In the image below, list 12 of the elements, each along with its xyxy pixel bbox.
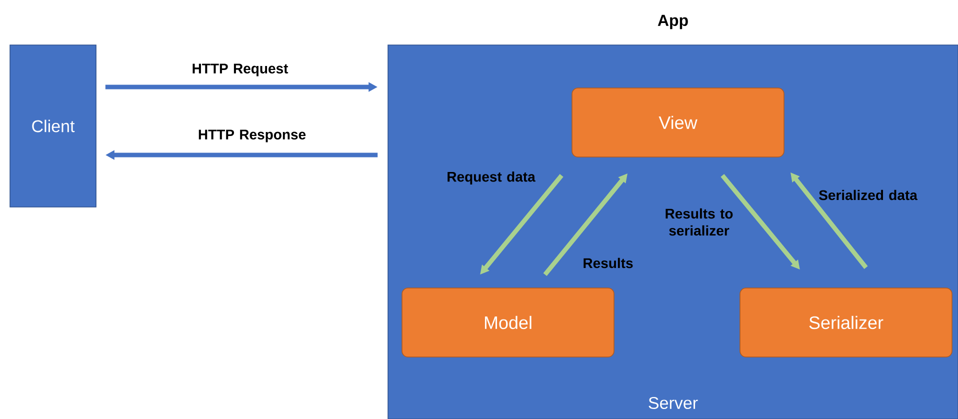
edge-label: Results [584, 258, 633, 268]
serializer-box: Serializer [740, 288, 952, 358]
client-box: Client [10, 44, 96, 208]
heading: App [658, 14, 688, 30]
view-box: View [572, 88, 784, 158]
edge-label: Serialized data [819, 190, 918, 200]
edge-label: HTTP Request [192, 64, 288, 76]
edge-label: HTTP Response [198, 130, 306, 142]
edge-label: Results to serializer [666, 208, 733, 236]
box-label: Server [648, 396, 698, 409]
edge-label: Request data [448, 171, 536, 184]
model-box: Model [402, 288, 614, 358]
